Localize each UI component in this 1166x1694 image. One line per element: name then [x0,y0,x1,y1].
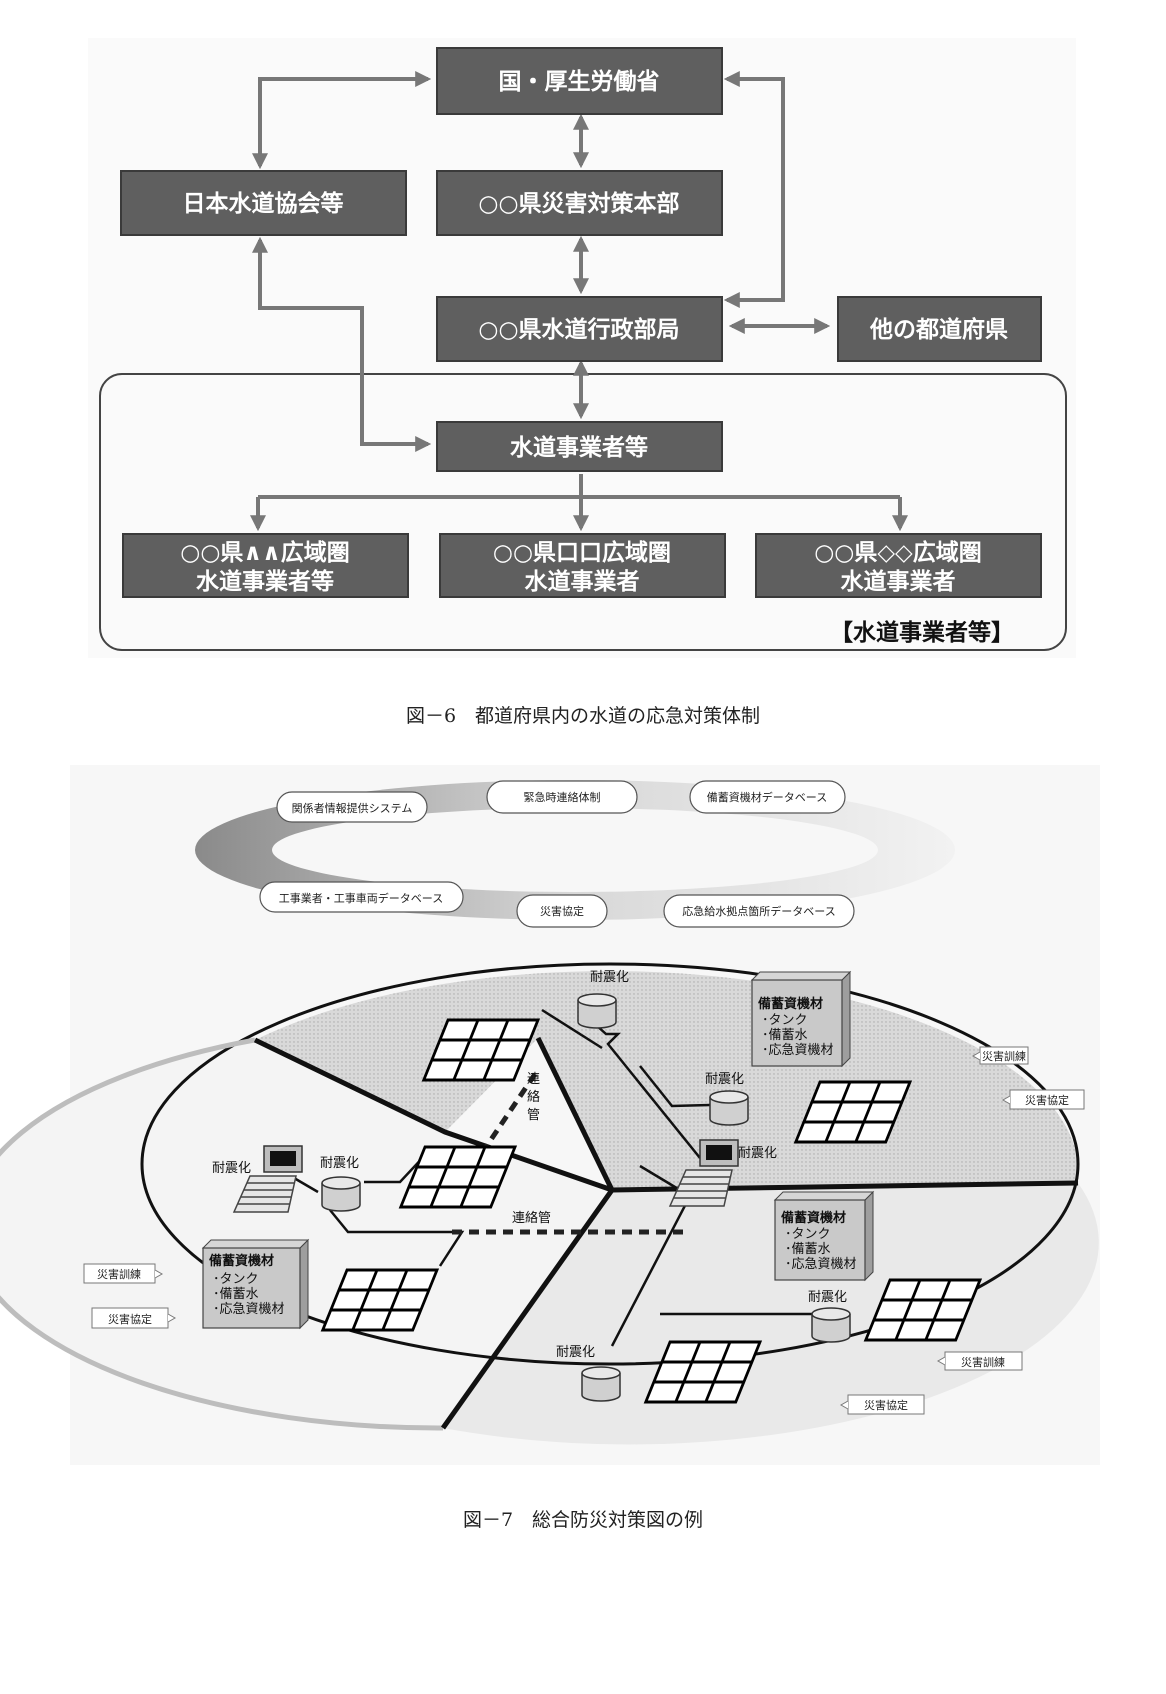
ring-tag-contact-system: 緊急時連絡体制 [486,780,638,814]
ring-tag-contact-system-label: 緊急時連絡体制 [524,790,601,804]
ring-tag-supply-db: 応急給水拠点箇所データベース [663,894,855,928]
connecting-pipe-vertical-char-3: 管 [527,1108,540,1123]
seismic-label-east-bottom: 耐震化 [556,1345,595,1360]
tank-north-mid [709,1090,749,1126]
box-association-label: 日本水道協会等 [183,190,344,217]
inventory-box-west: 備蓄資機材 ･タンク ･備蓄水 ･応急資機材 [201,1238,310,1330]
callout-drill-north: 災害訓練 [971,1046,1029,1065]
inventory-east-item-3: ･応急資機材 [785,1257,857,1272]
box-other-prefecture: 他の都道府県 [837,296,1042,362]
box-region-a-line1: ○○県∧∧広域圏 [180,539,350,566]
ring-tag-info-system: 関係者情報提供システム [276,791,428,823]
utility-group-label: 【水道事業者等】 [830,619,1014,646]
figure-7-disaster-plan: 関係者情報提供システム 緊急時連絡体制 備蓄資機材データベース 工事業者・工事車… [0,765,1100,1465]
callout-drill-west: 災害訓練 [83,1263,164,1284]
inventory-west-item-2: ･備蓄水 [213,1286,259,1302]
box-region-c-line2: 水道事業者 [841,568,956,595]
box-region-a-line2: 水道事業者等 [196,568,334,595]
callout-agreement-north-label: 災害協定 [1025,1093,1069,1107]
inventory-west-item-1: ･タンク [213,1272,259,1287]
box-region-c: ○○県◇◇広域圏 水道事業者 [755,533,1042,598]
box-region-b-line1: ○○県口口広域圏 [493,539,671,566]
box-utility: 水道事業者等 [436,421,723,472]
ring-tag-contractor-db: 工事業者・工事車両データベース [259,881,464,913]
figure-6-caption: 図－6 都道府県内の水道の応急対策体制 [405,705,761,727]
callout-agreement-east: 災害協定 [839,1394,925,1415]
connecting-pipe-horizontal-label: 連絡管 [512,1210,551,1226]
ring-tag-supply-db-label: 応急給水拠点箇所データベース [682,904,835,918]
box-region-b-line2: 水道事業者 [525,568,640,595]
ring-tag-stock-db-label: 備蓄資機材データベース [707,790,827,804]
seismic-label-east-right: 耐震化 [808,1290,847,1305]
inventory-north-title: 備蓄資機材 [758,996,823,1012]
box-ministry-label: 国・厚生労働省 [499,68,660,95]
seismic-label-west-plant: 耐震化 [212,1161,251,1176]
inventory-box-east: 備蓄資機材 ･タンク ･備蓄水 ･応急資機材 [773,1190,875,1282]
box-other-prefecture-label: 他の都道府県 [869,316,1008,343]
figure-7-caption: 図－7 総合防災対策図の例 [462,1509,704,1531]
inventory-east-item-1: ･タンク [785,1227,831,1242]
callout-drill-west-label: 災害訓練 [97,1267,141,1281]
inventory-north-item-2: ･備蓄水 [762,1027,808,1043]
ring-tag-agreement-label: 災害協定 [540,904,584,918]
box-region-b: ○○県口口広域圏 水道事業者 [439,533,726,598]
seismic-label-north-mid: 耐震化 [705,1072,744,1087]
connector-lines [250,71,908,532]
callout-drill-east-label: 災害訓練 [961,1355,1005,1369]
callout-drill-north-label: 災害訓練 [982,1049,1026,1063]
callout-agreement-north: 災害協定 [1001,1089,1085,1110]
box-admin: ○○県水道行政部局 [436,296,723,362]
ring-tag-stock-db: 備蓄資機材データベース [689,780,846,814]
box-admin-label: ○○県水道行政部局 [478,316,679,343]
connecting-pipes-dashed [452,1072,690,1235]
inventory-north-item-3: ･応急資機材 [762,1043,834,1058]
inventory-box-north: 備蓄資機材 ･タンク ･備蓄水 ･応急資機材 [750,970,852,1068]
figure-6-org-chart: 国・厚生労働省 日本水道協会等 ○○県災害対策本部 ○○県水道行政部局 他の都道… [88,38,1076,658]
ring-tag-info-system-label: 関係者情報提供システム [292,801,413,815]
region-borders [253,1036,1079,1430]
callout-agreement-west: 災害協定 [91,1307,177,1329]
connecting-pipe-vertical-char-2: 絡 [527,1089,540,1105]
box-ministry: 国・厚生労働省 [436,47,723,115]
connecting-pipe-vertical-char-1: 連 [527,1072,540,1087]
box-utility-label: 水道事業者等 [510,434,648,461]
inventory-west-item-3: ･応急資機材 [213,1302,285,1317]
tank-east-bottom [581,1366,621,1402]
box-region-a: ○○県∧∧広域圏 水道事業者等 [122,533,409,598]
callout-agreement-east-label: 災害協定 [864,1398,908,1412]
inventory-east-title: 備蓄資機材 [781,1210,846,1226]
tank-east-right [811,1307,851,1343]
seismic-label-west-tank: 耐震化 [320,1156,359,1171]
box-hq-label: ○○県災害対策本部 [478,190,679,217]
inventory-north-item-1: ･タンク [762,1013,808,1028]
callout-drill-east: 災害訓練 [936,1351,1023,1371]
inventory-east-item-2: ･備蓄水 [785,1241,831,1257]
seismic-label-central: 耐震化 [738,1146,777,1161]
box-region-c-line1: ○○県◇◇広域圏 [814,539,982,566]
ring-tag-agreement: 災害協定 [516,894,608,928]
seismic-label-north-top: 耐震化 [590,970,629,985]
tank-north-top [577,993,617,1029]
inventory-west-title: 備蓄資機材 [209,1253,274,1269]
west-rim [0,1037,444,1431]
tank-west [321,1176,361,1212]
callout-agreement-west-label: 災害協定 [108,1312,152,1326]
box-association: 日本水道協会等 [120,170,407,236]
disc-outline [140,962,1080,1366]
ring-tag-contractor-db-label: 工事業者・工事車両データベース [279,891,443,905]
box-hq: ○○県災害対策本部 [436,170,723,236]
